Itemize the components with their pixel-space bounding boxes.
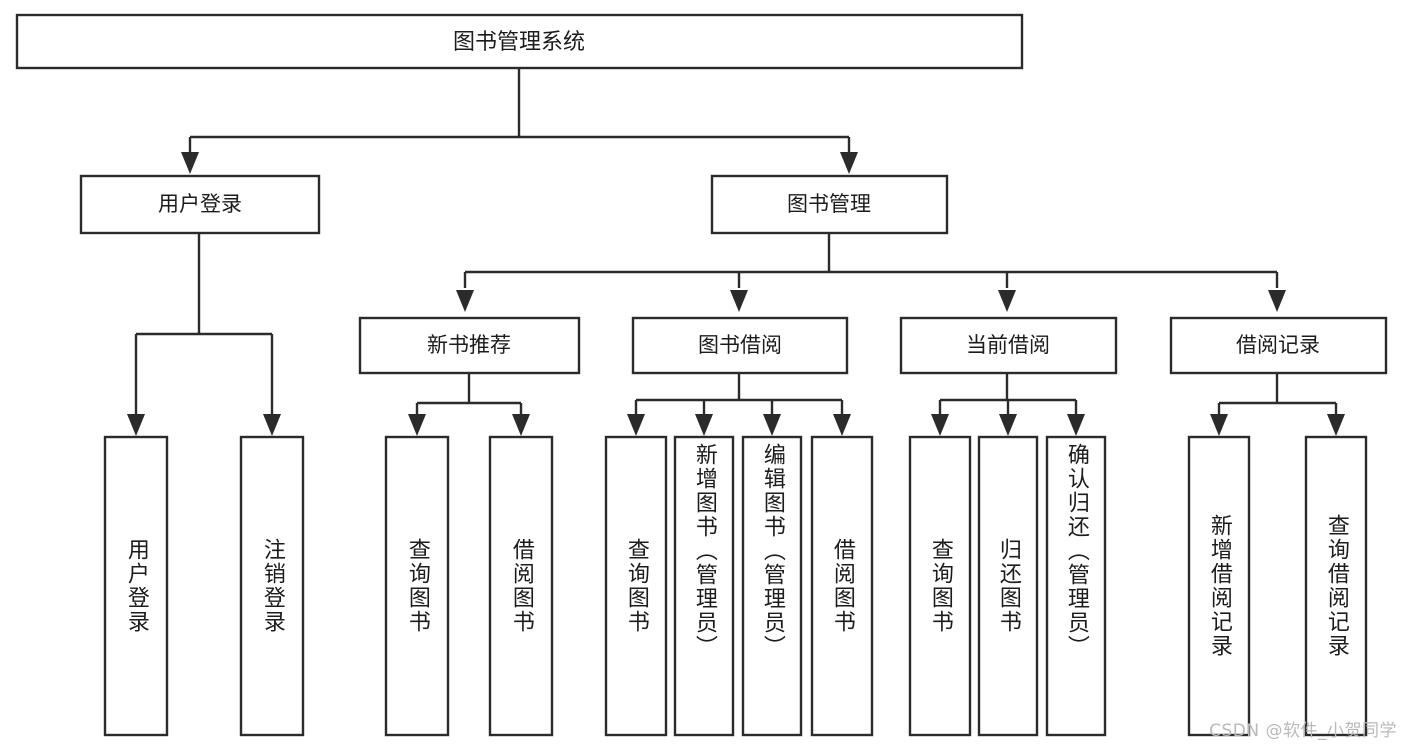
connector-root-to-level1 <box>181 68 858 174</box>
leafbox-new-book-recommend-1[interactable] <box>488 435 554 737</box>
leafbox-current-borrow-2[interactable] <box>1045 435 1107 737</box>
leafbox-borrow-record-0[interactable] <box>1187 435 1251 737</box>
leafbox-user-login-1[interactable] <box>239 435 305 737</box>
connector-bookmgmt-to-level2 <box>456 233 1286 312</box>
leafbox-current-borrow-1[interactable] <box>977 435 1039 737</box>
node-current-borrow-label: 当前借阅 <box>966 333 1050 357</box>
node-new-book-recommend[interactable]: 新书推荐 <box>358 316 581 375</box>
csdn-watermark: CSDN @软件_小贺同学 <box>1209 721 1397 741</box>
node-user-login-label: 用户登录 <box>158 192 242 216</box>
node-book-management-label: 图书管理 <box>787 192 871 216</box>
connector-borrowrecord-to-leaves <box>1210 373 1345 436</box>
leafbox-book-borrow-3[interactable] <box>810 435 874 737</box>
connector-bookborrow-to-leaves <box>627 373 851 436</box>
leafbox-user-login-0[interactable] <box>103 435 169 737</box>
leafbox-book-borrow-0[interactable] <box>604 435 668 737</box>
node-book-borrow[interactable]: 图书借阅 <box>631 316 849 375</box>
node-root[interactable]: 图书管理系统 <box>15 13 1024 70</box>
leafbox-book-borrow-2[interactable] <box>741 435 803 737</box>
connector-newbook-to-leaves <box>408 373 530 436</box>
connector-currentborrow-to-leaves <box>931 373 1085 436</box>
leafbox-current-borrow-0[interactable] <box>908 435 972 737</box>
leafbox-new-book-recommend-0[interactable] <box>384 435 450 737</box>
node-current-borrow[interactable]: 当前借阅 <box>899 316 1118 375</box>
leafbox-borrow-record-1[interactable] <box>1304 435 1368 737</box>
connector-userlogin-to-leaves <box>127 233 281 436</box>
node-root-label: 图书管理系统 <box>453 30 585 55</box>
node-borrow-record[interactable]: 借阅记录 <box>1169 316 1388 375</box>
node-book-management[interactable]: 图书管理 <box>710 174 949 235</box>
node-user-login[interactable]: 用户登录 <box>79 174 321 235</box>
node-new-book-recommend-label: 新书推荐 <box>427 333 511 357</box>
node-book-borrow-label: 图书借阅 <box>698 333 782 357</box>
leafbox-book-borrow-1[interactable] <box>673 435 735 737</box>
node-borrow-record-label: 借阅记录 <box>1236 333 1320 357</box>
